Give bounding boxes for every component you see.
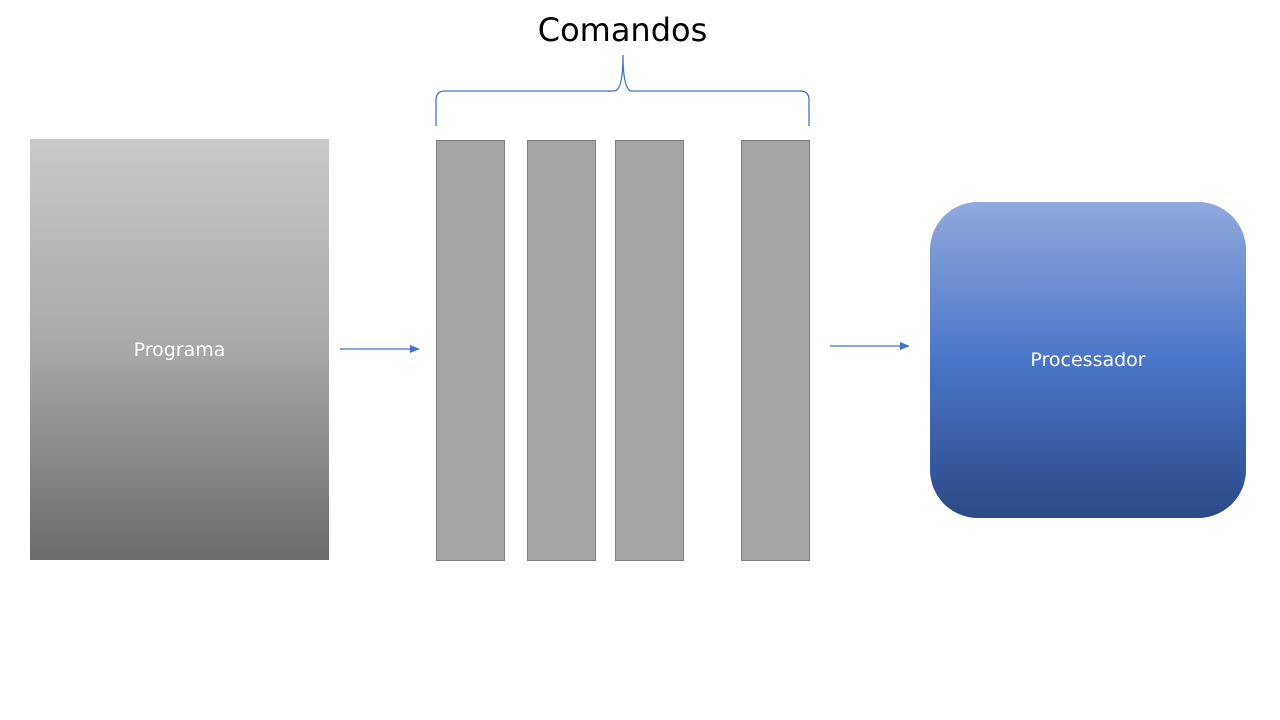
program-block: Programa (30, 139, 329, 560)
commands-brace (435, 54, 810, 126)
processor-label: Processador (1030, 349, 1146, 371)
command-block (527, 140, 596, 561)
command-block (741, 140, 810, 561)
command-block (615, 140, 684, 561)
commands-title: Comandos (537, 11, 708, 49)
processor-block: Processador (930, 202, 1246, 518)
command-block (436, 140, 505, 561)
program-label: Programa (133, 338, 226, 361)
